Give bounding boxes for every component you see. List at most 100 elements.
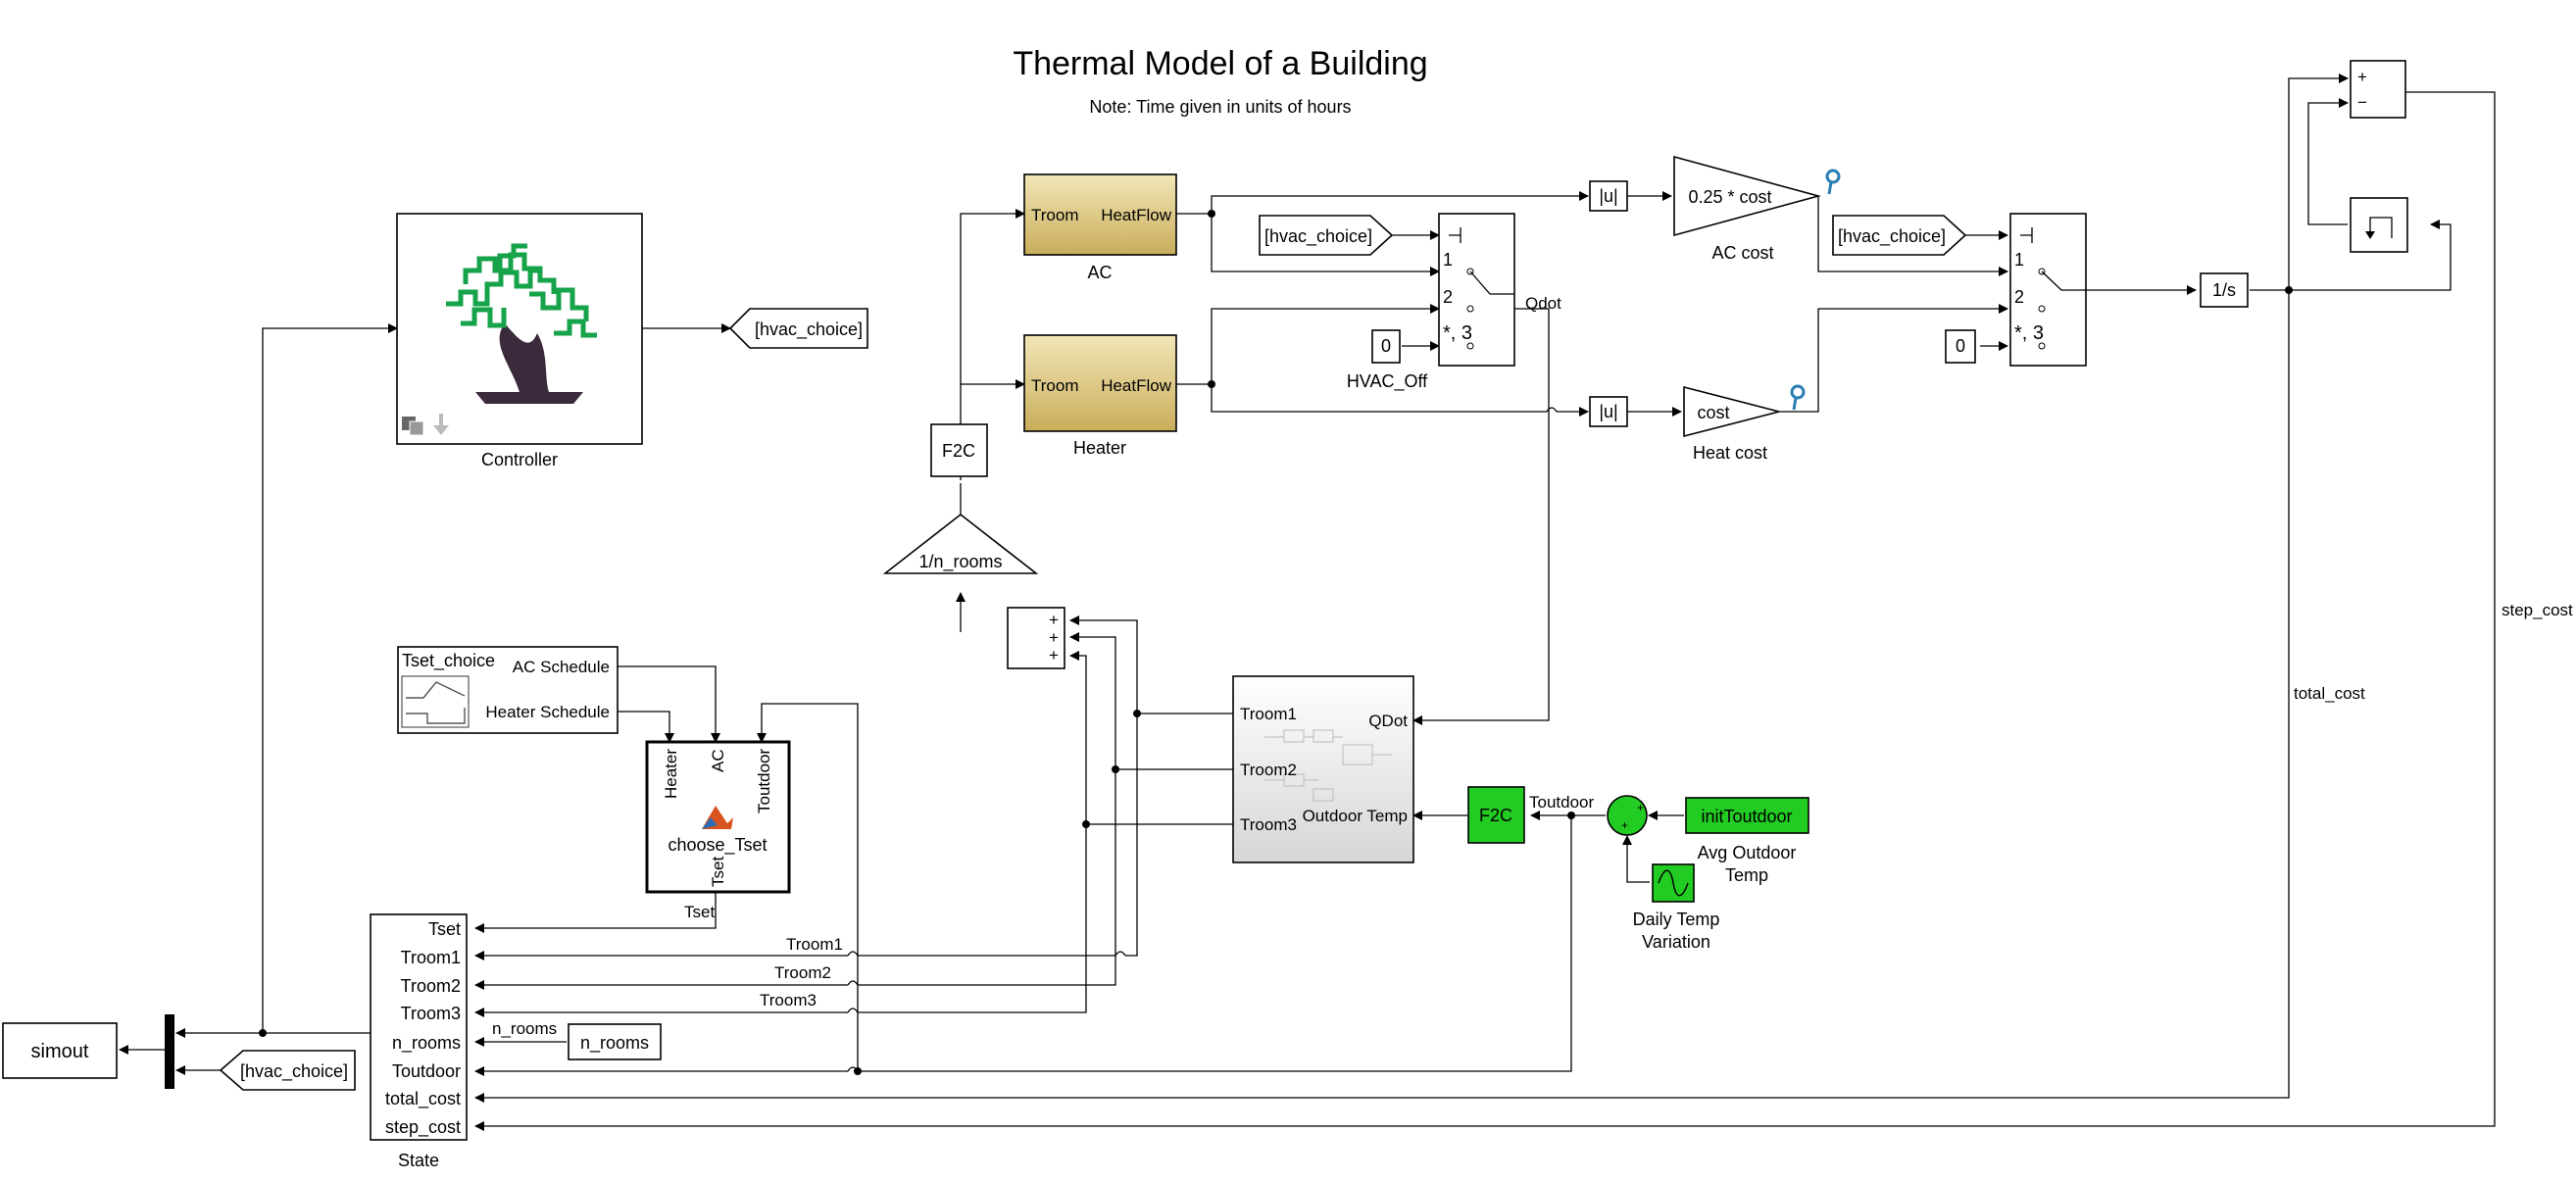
- abs-block-1[interactable]: |u|: [1589, 180, 1628, 212]
- svg-text:[hvac_choice]: [hvac_choice]: [1838, 226, 1946, 247]
- svg-text:Troom1: Troom1: [1240, 705, 1297, 723]
- integrator-block[interactable]: 1/s: [2200, 272, 2249, 308]
- controller-label: Controller: [481, 450, 558, 469]
- diagram-note: Note: Time given in units of hours: [1089, 97, 1351, 117]
- svg-text:n_rooms: n_rooms: [392, 1033, 461, 1054]
- switch1-qdot-label: Qdot: [1525, 294, 1561, 313]
- heat-cost-gain[interactable]: cost: [1683, 385, 1780, 438]
- svg-text:simout: simout: [31, 1041, 89, 1062]
- svg-text:+: +: [1637, 801, 1644, 814]
- tset-choice-block[interactable]: Tset_choice AC Schedule Heater Schedule: [397, 646, 619, 734]
- sine-wave-icon: [1658, 869, 1689, 897]
- rooms-subsystem[interactable]: Troom1 Troom2 Troom3 QDot Outdoor Temp: [1232, 675, 1414, 863]
- svg-text:1/s: 1/s: [2212, 280, 2236, 300]
- from-hvac-choice-3[interactable]: [hvac_choice]: [219, 1050, 356, 1091]
- svg-text:−: −: [2357, 93, 2367, 112]
- svg-text:AC Schedule: AC Schedule: [513, 658, 610, 676]
- simout-block[interactable]: simout: [2, 1022, 118, 1079]
- svg-text:initToutdoor: initToutdoor: [1701, 807, 1792, 826]
- svg-text:choose_Tset: choose_Tset: [668, 835, 767, 856]
- svg-text:Troom3: Troom3: [401, 1004, 461, 1023]
- svg-text:Troom3: Troom3: [1240, 815, 1297, 834]
- signal-lines: [119, 74, 2496, 1131]
- svg-text:+: +: [1621, 818, 1628, 832]
- svg-text:F2C: F2C: [1479, 806, 1512, 825]
- svg-text:Troom1: Troom1: [401, 948, 461, 967]
- rooms-thumbnail-icon: [1264, 729, 1392, 802]
- svg-text:+: +: [2357, 68, 2367, 86]
- gain-nrooms-block[interactable]: 1/n_rooms: [882, 513, 1039, 574]
- const-hvac-off[interactable]: 0: [1371, 329, 1401, 364]
- svg-text:step_cost: step_cost: [385, 1117, 461, 1138]
- svg-text:Troom2: Troom2: [401, 976, 461, 996]
- svg-text:0: 0: [1381, 336, 1391, 356]
- svg-text:1: 1: [2014, 250, 2024, 270]
- svg-text:+: +: [1049, 646, 1059, 664]
- from-hvac-choice-1[interactable]: [hvac_choice]: [1259, 215, 1394, 256]
- multiport-switch-2[interactable]: 1 2 *, 3: [2009, 213, 2087, 367]
- ac-cost-gain[interactable]: 0.25 * cost: [1673, 155, 1822, 237]
- from-hvac-choice-2[interactable]: [hvac_choice]: [1832, 215, 1967, 256]
- svg-text:0: 0: [1956, 336, 1965, 356]
- multiport-switch-1[interactable]: 1 2 *, 3: [1438, 213, 1515, 367]
- nrooms-signal-label: n_rooms: [492, 1019, 557, 1038]
- probe-icon[interactable]: [1790, 384, 1806, 411]
- svg-text:[hvac_choice]: [hvac_choice]: [755, 320, 863, 340]
- sum-outdoor-block[interactable]: + +: [1607, 795, 1648, 836]
- goto-hvac-choice[interactable]: [hvac_choice]: [728, 308, 868, 349]
- heater-label: Heater: [1073, 438, 1126, 458]
- svg-text:+: +: [1049, 611, 1059, 629]
- svg-text:AC: AC: [709, 749, 727, 772]
- troom3-signal-label: Troom3: [760, 991, 817, 1009]
- avg-outdoor-label-1: Avg Outdoor: [1698, 843, 1797, 862]
- ac-block[interactable]: Troom HeatFlow: [1023, 173, 1177, 256]
- mux-block[interactable]: [165, 1014, 174, 1089]
- ac-label: AC: [1087, 263, 1112, 282]
- svg-text:Outdoor Temp: Outdoor Temp: [1303, 807, 1408, 825]
- unit-delay-block[interactable]: [2350, 197, 2408, 253]
- svg-text:2: 2: [2014, 287, 2024, 307]
- sine-wave-block[interactable]: [1652, 863, 1695, 903]
- svg-text:HeatFlow: HeatFlow: [1101, 206, 1172, 224]
- step-cost-signal-label: step_cost: [2502, 601, 2573, 619]
- svg-text:Toutdoor: Toutdoor: [755, 749, 773, 813]
- troom1-signal-label: Troom1: [786, 935, 843, 954]
- ac-cost-label: AC cost: [1711, 243, 1773, 263]
- hvac-off-label: HVAC_Off: [1347, 371, 1428, 392]
- svg-text:Heater Schedule: Heater Schedule: [485, 703, 610, 721]
- svg-text:1: 1: [1443, 250, 1453, 270]
- svg-text:0.25 * cost: 0.25 * cost: [1688, 187, 1771, 207]
- state-bus-creator[interactable]: Tset Troom1 Troom2 Troom3 n_rooms Toutdo…: [370, 913, 468, 1141]
- state-label: State: [398, 1151, 439, 1170]
- abs-block-2[interactable]: |u|: [1589, 396, 1628, 427]
- subsystem-icon: [402, 414, 449, 436]
- svg-text:HeatFlow: HeatFlow: [1101, 376, 1172, 395]
- bonsai-tree-icon: [446, 243, 597, 404]
- svg-text:Troom2: Troom2: [1240, 761, 1297, 779]
- svg-text:|u|: |u|: [1599, 186, 1617, 206]
- svg-text:Troom: Troom: [1031, 376, 1079, 395]
- sum-rooms-block[interactable]: + + +: [1007, 607, 1065, 669]
- toutdoor-signal-label: Toutdoor: [1529, 793, 1594, 812]
- const-zero[interactable]: 0: [1945, 329, 1976, 364]
- probe-icon[interactable]: [1825, 169, 1841, 195]
- svg-text:+: +: [1049, 628, 1059, 647]
- choose-tset-block[interactable]: Heater AC Toutdoor choose_Tset Tset: [645, 740, 791, 894]
- total-cost-signal-label: total_cost: [2294, 684, 2365, 703]
- svg-text:Tset: Tset: [428, 919, 461, 939]
- controller-block[interactable]: [396, 213, 643, 445]
- svg-text:Heater: Heater: [662, 749, 680, 799]
- nrooms-const-block[interactable]: n_rooms: [568, 1023, 662, 1060]
- heater-block[interactable]: Troom HeatFlow: [1023, 334, 1177, 432]
- svg-text:total_cost: total_cost: [385, 1089, 461, 1109]
- signal-builder-icon: [401, 675, 470, 728]
- heat-cost-label: Heat cost: [1693, 443, 1767, 463]
- svg-text:Troom: Troom: [1031, 206, 1079, 224]
- svg-text:[hvac_choice]: [hvac_choice]: [1264, 226, 1372, 247]
- f2c-outdoor-block[interactable]: F2C: [1467, 786, 1525, 844]
- f2c-block[interactable]: F2C: [930, 423, 988, 477]
- sum-diff-block[interactable]: + −: [2350, 60, 2406, 119]
- init-toutdoor-block[interactable]: initToutdoor: [1685, 797, 1809, 834]
- svg-text:*, 3: *, 3: [1443, 322, 1472, 344]
- svg-text:cost: cost: [1697, 403, 1729, 422]
